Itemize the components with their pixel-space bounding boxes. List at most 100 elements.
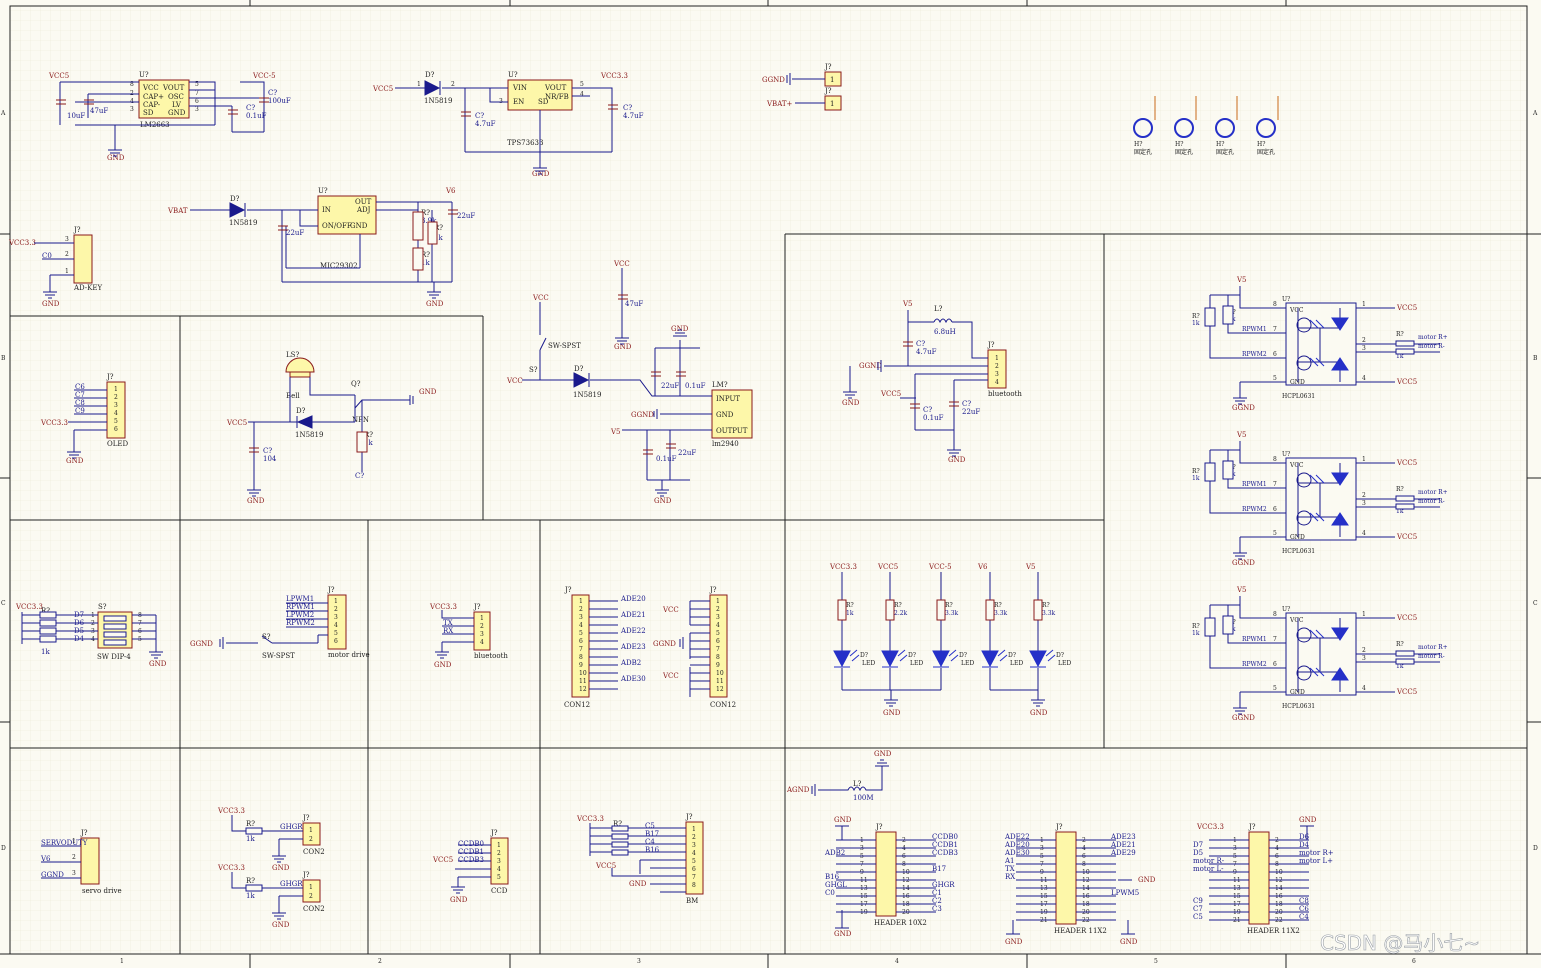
hole-icon[interactable]: [1256, 96, 1279, 138]
net-label: ADE30: [1004, 849, 1030, 857]
svg-text:S?: S?: [98, 603, 107, 611]
mic29302-chip[interactable]: [317, 195, 377, 235]
led-icon[interactable]: [932, 650, 950, 668]
svg-text:1: 1: [830, 76, 834, 84]
net-label: GND: [1138, 876, 1156, 884]
oled-connector[interactable]: [106, 381, 126, 439]
svg-text:J?: J?: [824, 63, 832, 71]
svg-text:22uF: 22uF: [457, 212, 475, 220]
net-label: V5: [1025, 563, 1036, 571]
bluetooth-header[interactable]: [473, 611, 491, 651]
motor-drive-wires: [219, 602, 328, 649]
hole-icon[interactable]: [1133, 96, 1156, 138]
net-label: ADE20: [1004, 841, 1030, 849]
svg-text:VCC-5: VCC-5: [252, 72, 276, 80]
buzzer-icon[interactable]: [285, 357, 315, 378]
diode-icon: [424, 80, 441, 96]
svg-text:VCC3.3: VCC3.3: [600, 72, 628, 80]
svg-text:Bell: Bell: [286, 392, 301, 400]
svg-text:GGND: GGND: [762, 76, 785, 84]
swdip-wires: [21, 611, 163, 659]
svg-text:2: 2: [114, 394, 118, 401]
transistor-icon: [1296, 665, 1312, 681]
pin-number: 5: [1273, 530, 1277, 537]
header-connector[interactable]: [1248, 831, 1270, 925]
net-label: J?: [709, 586, 717, 594]
svg-text:CCD: CCD: [491, 887, 508, 895]
pin-number: 2: [1362, 337, 1366, 344]
led-indicator: V5R?3.3kD?LED: [1025, 563, 1071, 690]
svg-text:V6: V6: [445, 187, 456, 195]
hcpl0631-chip[interactable]: [1285, 302, 1357, 386]
light-arrow-icon: [1309, 319, 1325, 367]
resistor-icon: [1033, 599, 1043, 621]
hole-icon[interactable]: [1215, 96, 1238, 138]
svg-text:SERVODUTY: SERVODUTY: [41, 839, 88, 847]
con12-connector[interactable]: [709, 594, 728, 698]
svg-text:LPWM2: LPWM2: [286, 611, 314, 619]
net-label: R?: [1396, 331, 1404, 338]
lm2940-chip[interactable]: [711, 389, 753, 439]
svg-text:AGND: AGND: [786, 786, 810, 794]
svg-text:1k: 1k: [246, 892, 255, 900]
svg-text:GHGR: GHGR: [280, 880, 303, 888]
svg-text:1: 1: [480, 615, 484, 622]
led-icon[interactable]: [981, 650, 999, 668]
lm2663-chip[interactable]: [138, 79, 190, 119]
pin-number: 2: [1362, 492, 1366, 499]
lm2940-block: LM? lm2940 INPUT GND OUTPUT VCC SW-SPST …: [506, 260, 753, 505]
servo-connector[interactable]: [80, 837, 100, 885]
net-label: U?: [1282, 606, 1290, 613]
svg-text:ADJ: ADJ: [356, 206, 371, 214]
svg-text:C7: C7: [75, 391, 85, 399]
led-icon[interactable]: [881, 650, 899, 668]
adkey-connector[interactable]: [73, 234, 93, 284]
pin-number: 10: [579, 670, 587, 677]
pin-number: 1: [579, 598, 583, 605]
svg-text:5: 5: [692, 858, 696, 865]
net-label: A1: [1004, 857, 1015, 865]
svg-text:D?: D?: [230, 195, 240, 203]
net-label: 3.3k: [994, 610, 1008, 617]
header-connector[interactable]: [1055, 831, 1077, 925]
net-label: 1k: [1192, 320, 1200, 327]
con12-connector[interactable]: [571, 594, 590, 698]
con2-connector[interactable]: [302, 879, 321, 903]
svg-text:CAP+: CAP+: [143, 93, 164, 101]
svg-text:GGND: GGND: [41, 871, 64, 879]
svg-text:2: 2: [692, 834, 696, 841]
svg-text:L?: L?: [853, 780, 862, 788]
net-label: R?: [1042, 602, 1050, 609]
bm-connector[interactable]: [685, 821, 704, 895]
con2-connector[interactable]: [302, 822, 321, 846]
hcpl0631-chip[interactable]: [1285, 457, 1357, 541]
svg-text:J?: J?: [685, 813, 693, 821]
led-icon[interactable]: [1029, 650, 1047, 668]
tps-wires: [395, 87, 618, 175]
bluetooth-connector[interactable]: [987, 349, 1007, 389]
net-label: U?: [1282, 451, 1290, 458]
svg-text:SW-SPST: SW-SPST: [548, 342, 581, 350]
svg-text:D?: D?: [574, 365, 584, 373]
net-label: motor L-: [1193, 865, 1224, 873]
svg-text:C?: C?: [923, 406, 932, 414]
tps73633-chip[interactable]: [507, 79, 573, 111]
svg-text:2: 2: [334, 606, 338, 613]
svg-text:100uF: 100uF: [268, 97, 291, 105]
header-connector[interactable]: [875, 831, 897, 917]
svg-text:LPWM1: LPWM1: [286, 595, 314, 603]
svg-text:V6: V6: [40, 855, 51, 863]
svg-text:C9: C9: [75, 407, 85, 415]
led-group: VCC3.3R?1kD?LEDVCC5R?2.2kD?LEDVCC-5R?3.3…: [829, 563, 1071, 717]
svg-text:J?: J?: [302, 871, 310, 879]
net-label: HCPL0631: [1282, 393, 1315, 400]
hcpl0631-chip[interactable]: [1285, 612, 1357, 696]
net-label: C3: [932, 905, 942, 913]
net-label: 1k: [1192, 475, 1200, 482]
motor-drive-connector[interactable]: [327, 594, 347, 650]
bell-block: LS? Bell Q? NPN D? 1N5819 VCC5 C? 104 R?…: [226, 351, 437, 505]
led-icon[interactable]: [833, 650, 851, 668]
svg-text:104: 104: [263, 455, 277, 463]
hole-icon[interactable]: [1174, 96, 1197, 138]
